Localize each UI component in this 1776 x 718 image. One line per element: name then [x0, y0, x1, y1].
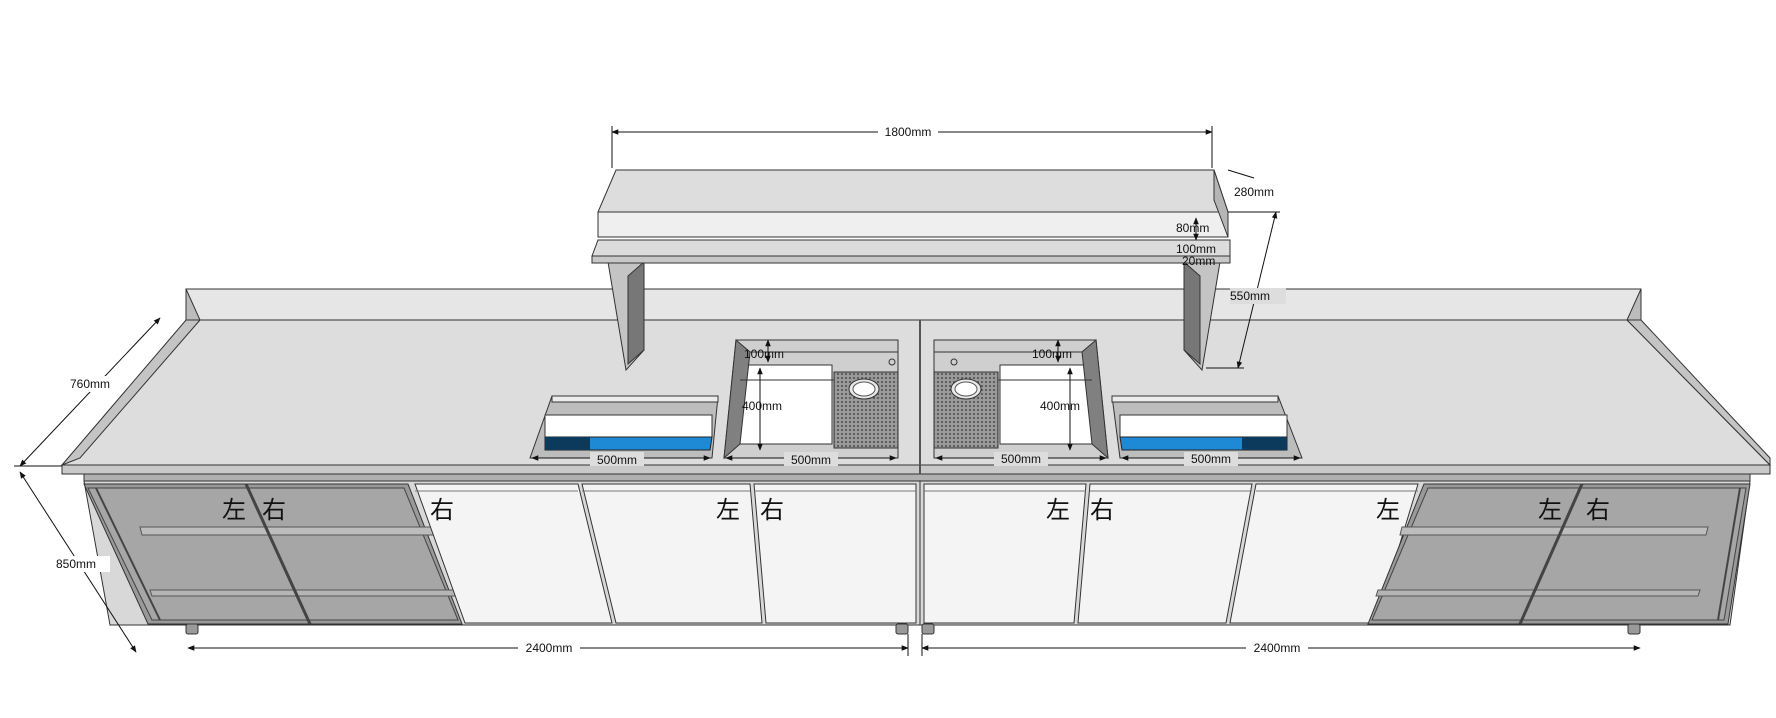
- door-label-2: 左: [716, 496, 740, 524]
- dim-counter-depth: 760mm: [70, 377, 110, 391]
- dim-shelf-rim: 80mm: [1176, 221, 1209, 235]
- doors-left: [414, 483, 917, 624]
- doors-right: [923, 483, 1419, 624]
- glass-cabinet-left: [83, 483, 463, 625]
- dim-shelf-depth: 280mm: [1234, 185, 1274, 199]
- ice-well-right: [1111, 395, 1303, 459]
- counter-top: [60, 319, 1772, 482]
- sink-left: [723, 338, 899, 460]
- dimension-labels: 1800mm 280mm 80mm 100mm 20mm 550mm 760mm…: [54, 124, 1308, 656]
- feet: [185, 623, 1641, 635]
- dim-sink-2-width: 500mm: [1001, 452, 1041, 466]
- dim-right-length: 2400mm: [1254, 641, 1301, 655]
- door-label-glass-2-left: 左: [1538, 496, 1562, 524]
- base-cabinets: 左 右 右 左 右 左 右 左 左 右: [83, 480, 1751, 635]
- dim-sink-rim-right: 100mm: [1032, 347, 1072, 361]
- door-label-4: 左: [1046, 496, 1070, 524]
- dim-sink-depth-left: 400mm: [742, 399, 782, 413]
- dim-well-1-width: 500mm: [597, 453, 637, 467]
- back-splash: [185, 288, 1642, 321]
- ice-well-left: [529, 395, 719, 459]
- dim-sink-1-width: 500mm: [791, 453, 831, 467]
- sink-right: [933, 338, 1109, 460]
- dim-shelf-height: 550mm: [1230, 289, 1270, 303]
- glass-cabinet-right: [1367, 483, 1751, 625]
- door-label-glass-1-right: 右: [262, 496, 286, 524]
- door-label-1: 右: [430, 496, 454, 524]
- dim-shelf-thickness: 20mm: [1182, 254, 1215, 268]
- dim-sink-depth-right: 400mm: [1040, 399, 1080, 413]
- dim-sink-rim-left: 100mm: [744, 347, 784, 361]
- dim-counter-height: 850mm: [56, 557, 96, 571]
- door-label-glass-1-left: 左: [222, 496, 246, 524]
- dim-left-length: 2400mm: [526, 641, 573, 655]
- door-label-5: 右: [1090, 496, 1114, 524]
- dim-shelf-length: 1800mm: [885, 125, 932, 139]
- overhead-shelf: [591, 169, 1231, 372]
- door-label-3: 右: [760, 496, 784, 524]
- door-label-glass-2-right: 右: [1586, 496, 1610, 524]
- dim-shelf-gap: 100mm: [1176, 242, 1216, 256]
- dim-well-2-width: 500mm: [1191, 452, 1231, 466]
- door-label-6: 左: [1376, 496, 1400, 524]
